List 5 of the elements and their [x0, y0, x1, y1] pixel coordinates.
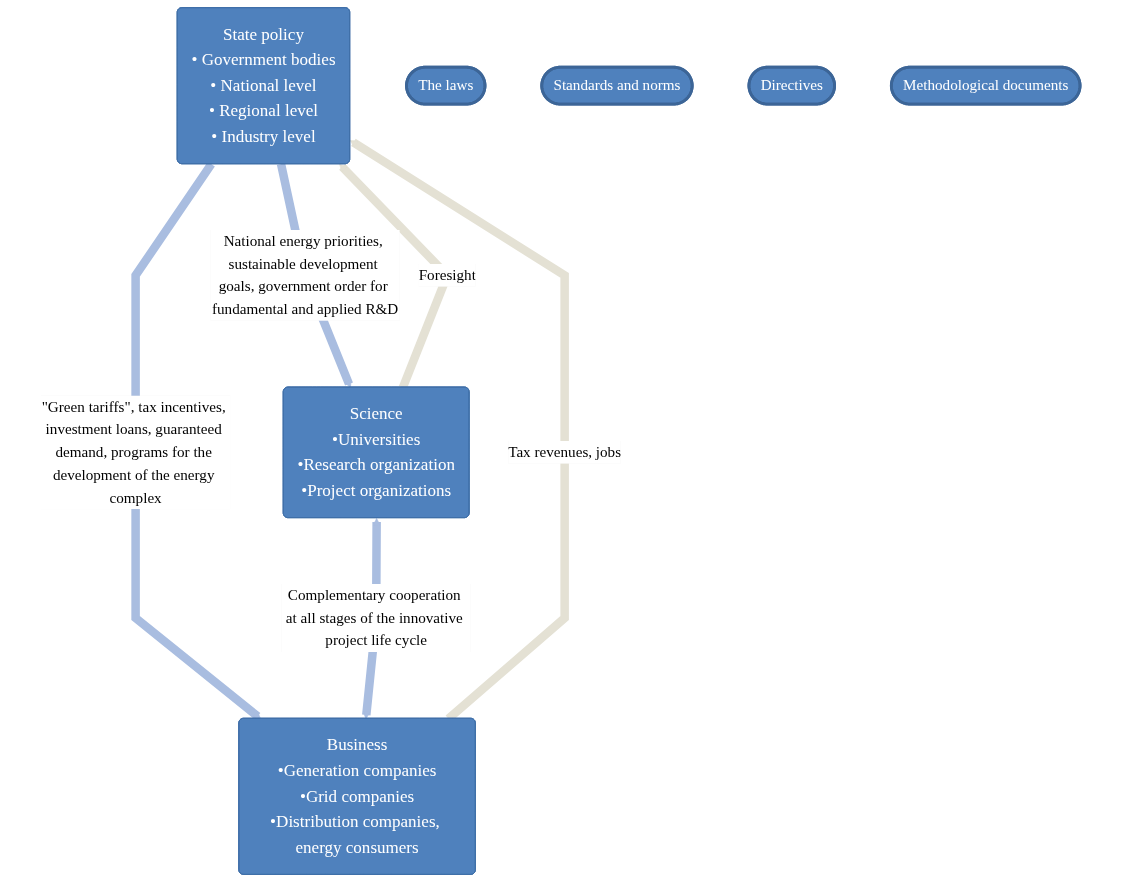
edge-label: Complementary cooperation at all stages of the innovative project life cycle: [285, 586, 463, 649]
edge-label: Foresight: [418, 266, 476, 283]
edge-label: "Green tariffs", tax incentives, investment loans, guaranteed demand, programs for the development of the energy complex: [41, 398, 226, 506]
edge-label: Tax revenues, jobs: [508, 443, 622, 460]
edge-label: National energy priorities, sustainable development goals, government order for fundamental and applied R&D: [211, 232, 399, 318]
